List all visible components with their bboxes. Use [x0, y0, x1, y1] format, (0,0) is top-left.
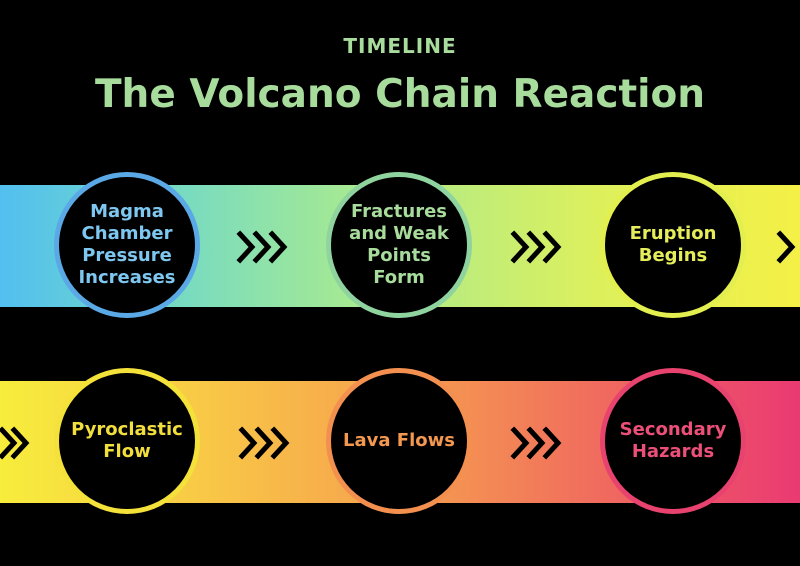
page-title: The Volcano Chain Reaction [94, 72, 706, 117]
chevron-arrow-icon [0, 426, 30, 460]
chevron-arrow-icon [238, 426, 290, 460]
step-circle-4: Pyroclastic Flow [54, 368, 200, 514]
step-label-3: Eruption Begins [629, 223, 717, 266]
step-circle-3: Eruption Begins [600, 172, 746, 318]
step-circle-5: Lava Flows [326, 368, 472, 514]
step-circle-6: Secondary Hazards [600, 368, 746, 514]
step-label-5: Lava Flows [343, 430, 455, 451]
step-circle-2: Fractures and Weak Points Form [326, 172, 472, 318]
chevron-arrow-icon [236, 230, 288, 264]
step-label-4: Pyroclastic Flow [71, 419, 183, 462]
chevron-arrow-icon [776, 230, 796, 264]
step-circle-1: Magma Chamber Pressure Increases [54, 172, 200, 318]
chevron-arrow-icon [510, 426, 562, 460]
chevron-arrow-icon [510, 230, 562, 264]
step-label-1: Magma Chamber Pressure Increases [78, 201, 176, 288]
step-label-6: Secondary Hazards [619, 419, 727, 462]
step-label-2: Fractures and Weak Points Form [349, 201, 449, 288]
timeline-kicker: TIMELINE [343, 34, 457, 58]
